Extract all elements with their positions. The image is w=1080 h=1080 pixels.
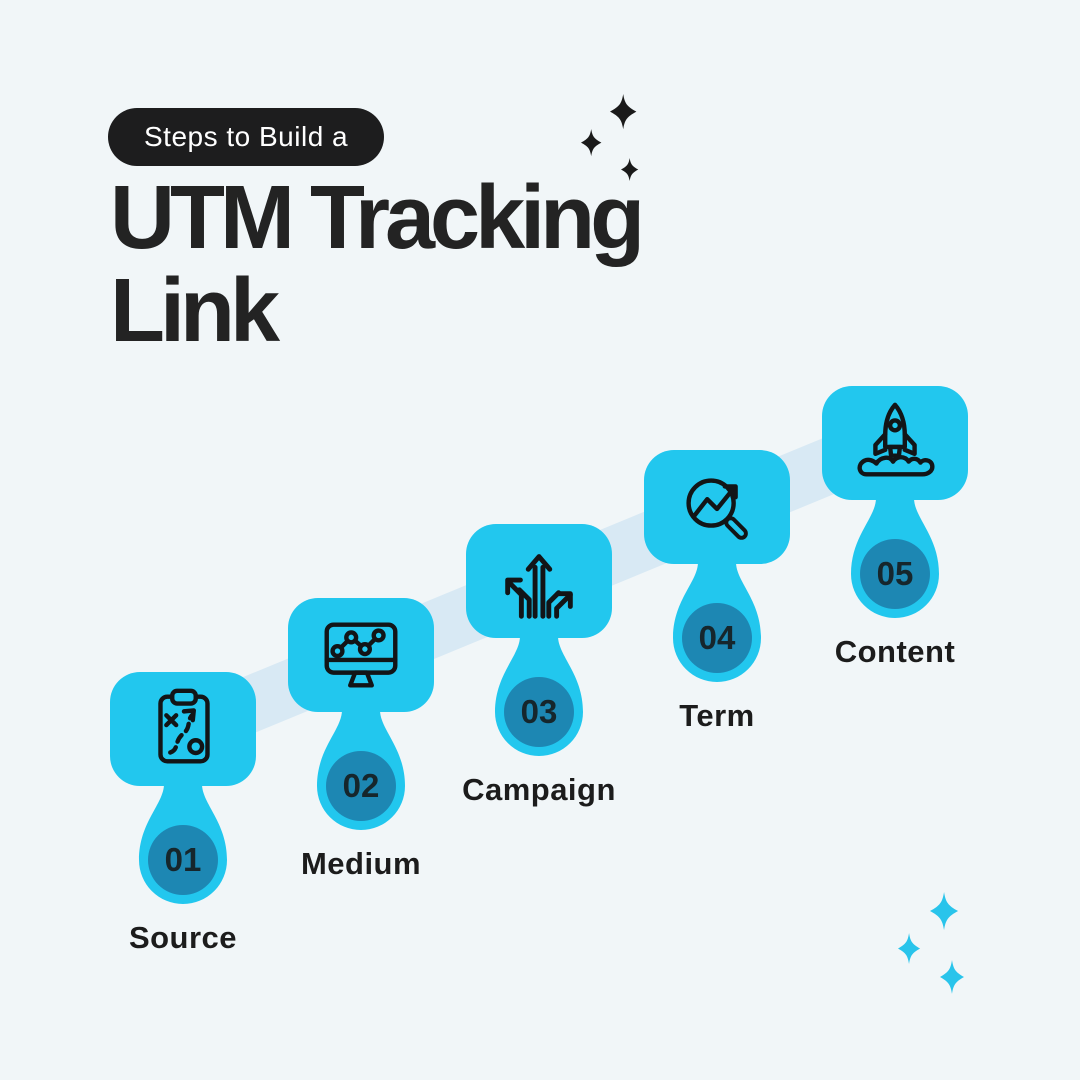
strategy-clipboard-icon (158, 688, 210, 764)
step-number-badge: 04 (682, 603, 752, 673)
step-label: Content (834, 634, 956, 669)
step-card (110, 672, 256, 786)
step-source: 01 Source (110, 672, 256, 955)
step-medium: 02 Medium (288, 598, 434, 881)
page-title-line1: UTM Tracking (110, 168, 645, 268)
cyan-sparkle-cluster-icon (898, 892, 964, 994)
step-content: 05 Content (822, 386, 968, 669)
step-number: 05 (876, 555, 914, 592)
step-label: Medium (300, 846, 422, 881)
step-label: Campaign (462, 772, 616, 807)
black-sparkle-cluster-icon (581, 94, 639, 182)
page-title: UTM Tracking Link (110, 168, 645, 361)
step-card (288, 598, 434, 712)
step-number-badge: 03 (504, 677, 574, 747)
monitor-analytics-icon (324, 622, 398, 688)
step-term: 04 Term (644, 450, 790, 733)
step-label: Term (679, 698, 755, 733)
step-card (822, 386, 968, 500)
step-number: 01 (164, 841, 202, 878)
step-card (466, 524, 612, 638)
step-number: 04 (698, 619, 736, 656)
search-trends-icon (686, 478, 748, 540)
step-number: 03 (520, 693, 558, 730)
step-number: 02 (342, 767, 380, 804)
step-number-badge: 05 (860, 539, 930, 609)
step-number-badge: 02 (326, 751, 396, 821)
step-label: Source (128, 920, 238, 955)
page-title-line2: Link (110, 261, 280, 361)
step-number-badge: 01 (148, 825, 218, 895)
step-campaign: 03 Campaign (462, 524, 615, 807)
step-card (644, 450, 790, 564)
diverging-arrows-icon (505, 554, 573, 619)
header-badge: Steps to Build a (108, 108, 385, 166)
rocket-launch-icon (857, 402, 935, 477)
